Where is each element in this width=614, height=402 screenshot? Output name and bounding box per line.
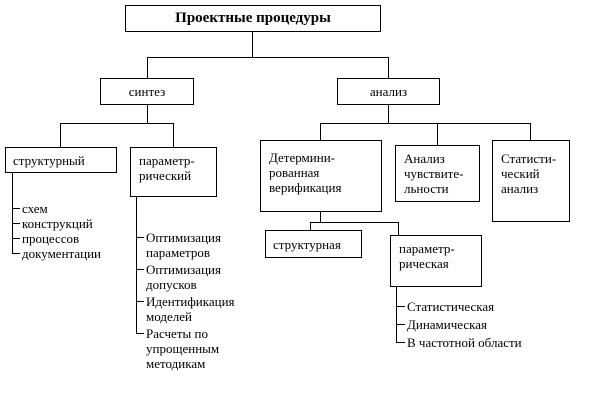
- connector-line: [147, 57, 389, 58]
- leaf-item: В частотной области: [407, 335, 522, 350]
- leaf-item: процессов: [22, 231, 80, 246]
- node-deterministic-verification: Детермини- рованная верификация: [260, 140, 382, 212]
- node-parametric-verification: параметр- рическая: [390, 235, 482, 287]
- connector-line: [396, 287, 397, 342]
- connector-line: [147, 105, 148, 123]
- connector-line: [320, 123, 321, 140]
- connector-line: [388, 57, 389, 78]
- connector-tick: [136, 301, 144, 302]
- leaf-item: схем: [22, 201, 48, 216]
- connector-line: [530, 123, 531, 140]
- node-parametric-synthesis: параметр- рический: [130, 147, 217, 197]
- connector-line: [136, 197, 137, 333]
- connector-line: [60, 123, 61, 147]
- connector-line: [388, 105, 389, 123]
- connector-line: [310, 222, 311, 230]
- leaf-item: Статистическая: [407, 299, 495, 314]
- connector-line: [437, 123, 438, 145]
- connector-tick: [12, 253, 20, 254]
- connector-line: [147, 57, 148, 78]
- leaf-item: Оптимизация параметров: [146, 230, 221, 260]
- leaf-item: Оптимизация допусков: [146, 262, 221, 292]
- leaf-item: Идентификация моделей: [146, 294, 235, 324]
- connector-tick: [12, 223, 20, 224]
- node-sensitivity-analysis: Анализ чувствите- льности: [395, 145, 480, 202]
- connector-line: [398, 222, 399, 235]
- leaf-item: конструкций: [22, 216, 93, 231]
- connector-tick: [136, 269, 144, 270]
- connector-tick: [396, 324, 405, 325]
- leaf-item: документации: [22, 246, 102, 261]
- connector-tick: [136, 237, 144, 238]
- connector-tick: [12, 238, 20, 239]
- node-structural-synthesis: структурный: [5, 147, 117, 173]
- connector-line: [252, 32, 253, 57]
- connector-tick: [396, 306, 405, 307]
- connector-tick: [12, 208, 20, 209]
- node-statistical-analysis: Статисти- ческий анализ: [492, 140, 570, 222]
- connector-line: [173, 123, 174, 147]
- leaf-item: Динамическая: [407, 317, 488, 332]
- connector-tick: [136, 333, 144, 334]
- leaf-item: Расчеты по упрощенным методикам: [146, 326, 220, 371]
- connector-tick: [396, 342, 405, 343]
- connector-line: [310, 222, 399, 223]
- connector-line: [12, 173, 13, 253]
- node-analysis: анализ: [337, 78, 440, 105]
- node-synthesis: синтез: [100, 78, 194, 105]
- node-root: Проектные процедуры: [125, 5, 381, 32]
- connector-line: [320, 212, 321, 222]
- connector-line: [320, 123, 531, 124]
- connector-line: [60, 123, 174, 124]
- node-structural-verification: структурная: [265, 230, 362, 258]
